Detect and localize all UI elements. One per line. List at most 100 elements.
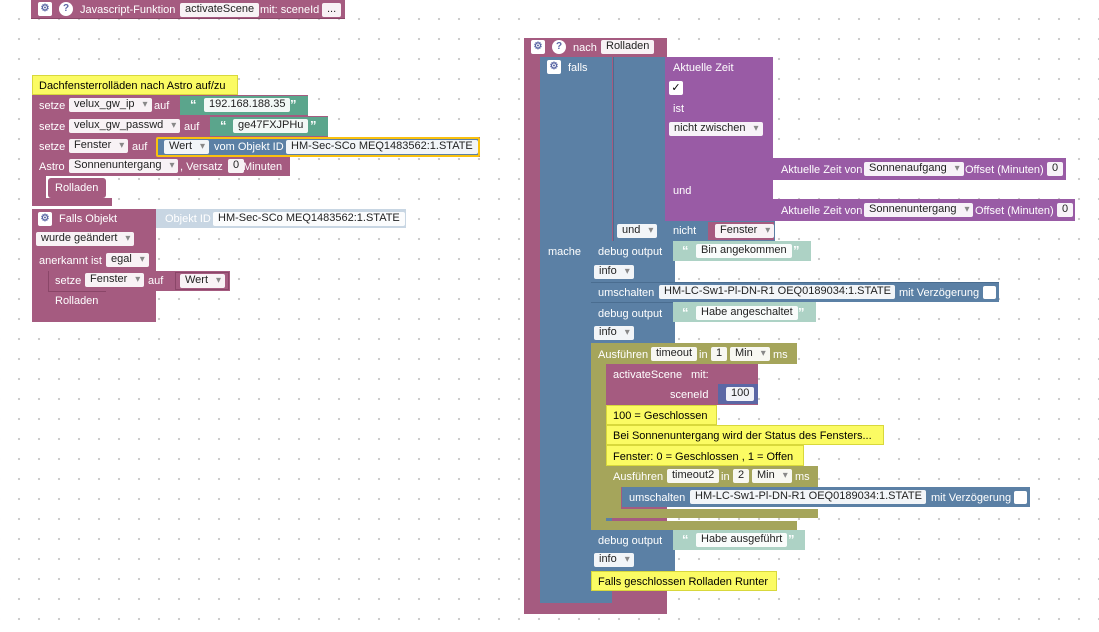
log-level-dropdown[interactable]: info <box>594 326 634 340</box>
gear-icon[interactable]: ⚙ <box>38 2 52 16</box>
text-value-field[interactable]: 192.168.188.35 <box>204 98 291 112</box>
quote-open-icon: “ <box>682 243 689 258</box>
falls-label: falls <box>568 62 588 74</box>
offset-label: Offset (Minuten) <box>965 164 1044 176</box>
delay-label: mit Verzögerung <box>899 287 980 299</box>
astro-footer <box>32 198 112 206</box>
logic-and-block[interactable] <box>613 57 669 241</box>
astro-event-dropdown[interactable]: Sonnenaufgang <box>864 162 964 176</box>
vom-objekt-label: vom Objekt ID <box>214 141 284 153</box>
set-label: setze <box>39 141 66 153</box>
comment-block[interactable] <box>606 445 804 466</box>
gear-icon[interactable]: ⚙ <box>531 40 545 54</box>
falls-objekt-label: Falls Objekt <box>59 213 118 225</box>
unit-dropdown[interactable]: Min <box>730 347 770 361</box>
logic-op-dropdown[interactable]: und <box>617 224 658 238</box>
offset-field[interactable]: 0 <box>228 159 245 173</box>
between-dropdown[interactable]: nicht zwischen <box>669 122 763 136</box>
help-icon[interactable]: ? <box>552 40 566 54</box>
text-value-field[interactable]: Bin angekommen <box>696 244 792 258</box>
comment-block[interactable] <box>606 405 717 425</box>
procedure-call-block[interactable] <box>48 291 106 311</box>
auf-label: auf <box>184 121 200 133</box>
log-level-dropdown[interactable]: info <box>594 553 634 567</box>
execute-label: Ausführen <box>613 471 664 483</box>
time-compare-block[interactable] <box>665 57 773 223</box>
procedure-call-label: Rolladen <box>55 295 99 307</box>
procedure-call-label: Rolladen <box>55 182 99 194</box>
quote-open-icon: “ <box>682 532 689 547</box>
mache-label: mache <box>548 246 582 258</box>
comment-block[interactable] <box>591 571 777 591</box>
debug-label: debug output <box>598 308 663 320</box>
ack-dropdown[interactable]: egal <box>106 253 149 267</box>
procedure-name-field[interactable]: Rolladen <box>601 40 655 54</box>
comment-text: Dachfensterrolläden nach Astro auf/zu <box>39 80 226 92</box>
nach-label: nach <box>573 42 597 54</box>
object-id-field[interactable]: HM-Sec-SCo MEQ1483562:1.STATE <box>213 212 405 226</box>
variable-dropdown[interactable]: Fenster <box>85 273 145 287</box>
timeout-name-field[interactable]: timeout <box>651 347 698 361</box>
delay-value-field[interactable]: 1 <box>711 347 728 361</box>
function-more-button[interactable]: ... <box>322 3 342 17</box>
timeout-name-field[interactable]: timeout2 <box>667 469 720 483</box>
astro-event-dropdown[interactable]: Sonnenuntergang <box>69 159 179 173</box>
attribute-dropdown[interactable]: Wert <box>180 274 226 288</box>
in-label: in <box>721 471 730 483</box>
gear-icon[interactable]: ⚙ <box>38 212 52 226</box>
ms-label: ms <box>795 471 810 483</box>
timeout-body <box>606 487 621 512</box>
quote-close-icon: ” <box>788 532 795 547</box>
timeout-footer <box>591 521 797 530</box>
checkbox[interactable]: ✓ <box>669 81 683 95</box>
text-value-field[interactable]: Habe angeschaltet <box>696 306 798 320</box>
variable-dropdown[interactable]: Fenster <box>69 139 129 153</box>
toggle-label: umschalten <box>629 492 686 504</box>
function-name-field[interactable]: activateScene <box>180 3 260 17</box>
timeout-body <box>591 364 606 521</box>
quote-open-icon: “ <box>220 118 227 133</box>
delay-value-field[interactable]: 2 <box>733 469 750 483</box>
minuten-label: Minuten <box>243 161 283 173</box>
timeout-footer <box>606 509 818 518</box>
quote-close-icon: ” <box>798 305 805 320</box>
quote-close-icon: ” <box>793 243 800 258</box>
offset-field[interactable]: 0 <box>1057 203 1074 217</box>
if-footer <box>540 594 612 603</box>
text-value-field[interactable]: ge47FXJPHu <box>233 119 309 133</box>
text-value-field[interactable]: Habe ausgeführt <box>696 533 788 547</box>
offset-label: Offset (Minuten) <box>975 205 1054 217</box>
param-label: sceneId <box>670 389 709 401</box>
log-level-dropdown[interactable]: info <box>594 265 634 279</box>
help-icon[interactable]: ? <box>59 2 73 16</box>
offset-field[interactable]: 0 <box>1047 162 1064 176</box>
in-label: in <box>699 349 708 361</box>
variable-dropdown[interactable]: Fenster <box>715 224 775 238</box>
quote-close-icon: ” <box>290 97 297 112</box>
delay-checkbox[interactable] <box>983 286 996 299</box>
quote-open-icon: “ <box>682 305 689 320</box>
comment-block[interactable] <box>606 425 884 445</box>
comment-text: 100 = Geschlossen <box>613 410 708 422</box>
change-dropdown[interactable]: wurde geändert <box>36 232 135 246</box>
object-id-field[interactable]: HM-LC-Sw1-Pl-DN-R1 OEQ0189034:1.STATE <box>690 490 926 504</box>
astro-event-dropdown[interactable]: Sonnenuntergang <box>864 203 974 217</box>
gear-icon[interactable]: ⚙ <box>547 60 561 74</box>
auf-label: auf <box>132 141 148 153</box>
object-id-label: Objekt ID <box>165 213 211 225</box>
comment-block[interactable] <box>32 75 238 95</box>
comment-text: Bei Sonnenuntergang wird der Status des … <box>613 430 872 442</box>
execute-label: Ausführen <box>598 349 649 361</box>
variable-dropdown[interactable]: velux_gw_ip <box>69 98 152 112</box>
number-field[interactable]: 100 <box>726 387 755 401</box>
attribute-dropdown[interactable]: Wert <box>164 140 210 154</box>
object-id-field[interactable]: HM-LC-Sw1-Pl-DN-R1 OEQ0189034:1.STATE <box>659 285 895 299</box>
object-id-field[interactable]: HM-Sec-SCo MEQ1483562:1.STATE <box>286 140 478 154</box>
mit-label: mit: <box>691 369 709 381</box>
variable-dropdown[interactable]: velux_gw_passwd <box>69 119 181 133</box>
delay-checkbox[interactable] <box>1014 491 1027 504</box>
procedure-call-block[interactable] <box>48 178 106 198</box>
function-call-label: activateScene <box>613 369 683 381</box>
unit-dropdown[interactable]: Min <box>752 469 792 483</box>
time-of-label: Aktuelle Zeit von <box>781 205 863 217</box>
